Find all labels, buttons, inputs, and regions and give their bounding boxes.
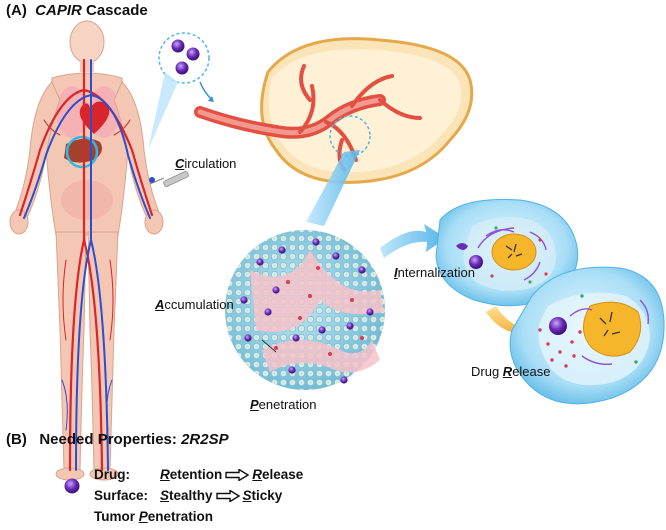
arrow-to-cell	[380, 224, 446, 258]
tumor-cross-section	[225, 230, 385, 390]
label-accumulation: Accumulation	[155, 297, 234, 312]
drug-nanoparticle-icon	[64, 478, 80, 494]
label-circulation: Circulation	[175, 156, 237, 171]
panel-a-title: (A) CAPIR Cascade	[6, 2, 148, 19]
human-body-illustration	[9, 20, 189, 481]
label-drug-release: Drug Release	[471, 364, 551, 379]
property-row-tumor-penetration: Tumor Penetration	[94, 509, 214, 524]
panel-a-title-rest: Cascade	[81, 2, 148, 19]
syringe-icon	[149, 171, 189, 187]
nanoparticle-bubble	[148, 32, 214, 150]
panel-b-title: (B) Needed Properties: 2R2SP	[6, 431, 229, 448]
panel-a-title-italic: CAPIR	[35, 2, 82, 19]
cell-internalization	[435, 198, 579, 307]
label-internalization: Internalization	[394, 265, 475, 280]
label-penetration: Penetration	[250, 397, 317, 412]
arrow-right-icon	[215, 490, 240, 503]
tumor-tissue-illustration	[194, 37, 474, 226]
panel-a-letter: (A)	[6, 2, 27, 19]
panel-b-letter: (B)	[6, 431, 27, 448]
cell-drug-release	[509, 266, 665, 405]
arrow-right-icon	[225, 469, 250, 482]
